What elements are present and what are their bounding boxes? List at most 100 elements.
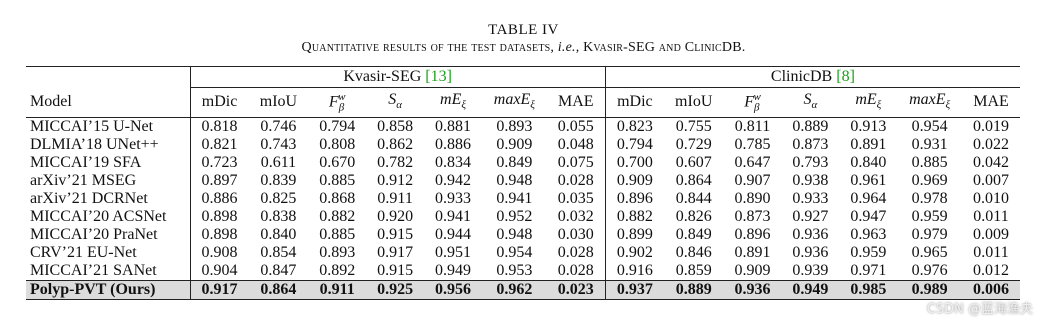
clinic-value-cell: 0.902 [604, 243, 664, 262]
caption-text-b: , Kvasir-SEG and ClinicDB. [575, 40, 746, 55]
group-header-kvasir: Kvasir-SEG [13] [189, 66, 606, 88]
clinic-value-cell: 0.890 [734, 189, 771, 207]
clinic-value-cell: 0.607 [675, 153, 712, 171]
clinic-value-cell: 0.939 [792, 261, 829, 279]
clinic-value-cell: 0.927 [792, 207, 829, 225]
kvasir-value-cell: 0.834 [435, 153, 472, 171]
clinic-value-cell: 0.963 [850, 225, 887, 243]
citation-link-clinicdb[interactable]: [8] [836, 68, 855, 85]
model-name-cell: MICCAI’21 SANet [30, 261, 157, 279]
kvasir-value-cell: 0.847 [260, 261, 297, 279]
table-caption-subtitle: Quantitative results of the test dataset… [0, 40, 1047, 56]
kvasir-value-cell: 0.897 [189, 171, 249, 190]
kvasir-value-cell: 0.868 [319, 189, 356, 207]
metric-header: mIoU [248, 87, 309, 118]
kvasir-value-cell: 0.944 [435, 225, 472, 243]
clinic-value-cell: 0.909 [734, 261, 771, 279]
model-name-cell: MICCAI’15 U-Net [30, 117, 154, 135]
kvasir-value-cell: 0.075 [557, 153, 594, 171]
kvasir-value-cell: 0.746 [260, 117, 297, 135]
kvasir-value-cell: 0.909 [496, 135, 533, 153]
kvasir-value-cell: 0.818 [189, 117, 249, 136]
kvasir-value-cell: 0.893 [319, 243, 356, 261]
kvasir-value-cell: 0.912 [377, 171, 414, 189]
table-caption-title: TABLE IV [488, 22, 559, 38]
model-column-header: Model [26, 87, 190, 118]
kvasir-value-cell: 0.881 [435, 117, 472, 135]
clinic-value-cell: 0.936 [792, 225, 829, 243]
metric-header: Fβw [723, 87, 782, 118]
metric-header: Sα [366, 87, 425, 118]
clinic-value-cell: 0.971 [850, 261, 887, 279]
clinic-value-cell: 0.965 [911, 243, 948, 261]
clinic-value-cell: 0.826 [675, 207, 712, 225]
clinic-value-cell: 0.891 [850, 135, 887, 153]
clinic-value-cell: 0.937 [604, 279, 664, 300]
kvasir-value-cell: 0.723 [189, 153, 249, 172]
kvasir-value-cell: 0.911 [377, 189, 413, 207]
kvasir-value-cell: 0.028 [557, 261, 594, 279]
kvasir-value-cell: 0.825 [260, 189, 297, 207]
kvasir-value-cell: 0.941 [435, 207, 472, 225]
clinic-value-cell: 0.864 [675, 171, 712, 189]
clinic-value-cell: 0.936 [792, 243, 829, 261]
metric-header: maxEξ [482, 87, 547, 118]
clinic-value-cell: 0.009 [973, 225, 1009, 243]
clinic-value-cell: 0.978 [911, 189, 948, 207]
kvasir-value-cell: 0.898 [189, 225, 249, 244]
clinic-value-cell: 0.896 [604, 189, 664, 208]
kvasir-value-cell: 0.948 [496, 171, 533, 189]
kvasir-value-cell: 0.951 [435, 243, 472, 261]
citation-link-kvasir[interactable]: [13] [425, 68, 452, 85]
caption-ie: i.e. [557, 40, 576, 55]
kvasir-value-cell: 0.849 [496, 153, 533, 171]
kvasir-value-cell: 0.892 [319, 261, 356, 279]
kvasir-value-cell: 0.915 [377, 261, 414, 279]
kvasir-value-cell: 0.048 [557, 135, 594, 153]
metric-header: mDic [604, 87, 664, 118]
clinic-value-cell: 0.647 [734, 153, 771, 171]
kvasir-value-cell: 0.862 [377, 135, 414, 153]
kvasir-value-cell: 0.915 [377, 225, 414, 243]
kvasir-value-cell: 0.028 [557, 171, 594, 189]
clinic-value-cell: 0.985 [839, 279, 898, 300]
kvasir-value-cell: 0.911 [308, 279, 367, 300]
clinic-value-cell: 0.042 [973, 153, 1009, 171]
clinic-value-cell: 0.947 [850, 207, 887, 225]
kvasir-value-cell: 0.893 [496, 117, 533, 135]
clinic-value-cell: 0.969 [911, 171, 948, 189]
clinic-value-cell: 0.954 [911, 117, 948, 135]
clinic-value-cell: 0.011 [973, 207, 1009, 225]
clinic-value-cell: 0.811 [734, 117, 771, 135]
clinic-value-cell: 0.949 [781, 279, 840, 300]
kvasir-value-cell: 0.838 [260, 207, 297, 225]
clinic-value-cell: 0.844 [675, 189, 712, 207]
kvasir-value-cell: 0.839 [260, 171, 297, 189]
model-name-cell: CRV’21 EU-Net [30, 243, 137, 261]
kvasir-value-cell: 0.743 [260, 135, 297, 153]
clinic-value-cell: 0.961 [850, 171, 887, 189]
empty-corner [26, 66, 190, 88]
kvasir-value-cell: 0.035 [557, 189, 594, 207]
kvasir-value-cell: 0.028 [557, 243, 594, 261]
kvasir-value-cell: 0.942 [435, 171, 472, 189]
kvasir-value-cell: 0.854 [260, 243, 297, 261]
group-header-clinicdb: ClinicDB [8] [604, 66, 1020, 88]
model-name-cell: Polyp-PVT (Ours) [26, 279, 190, 300]
kvasir-value-cell: 0.611 [260, 153, 297, 171]
model-name-cell: MICCAI’20 ACSNet [30, 207, 167, 225]
metric-header: Sα [781, 87, 840, 118]
kvasir-value-cell: 0.886 [435, 135, 472, 153]
clinic-value-cell: 0.931 [911, 135, 948, 153]
metric-header-row: Model mDic mIoU Fβw Sα mEξ maxEξ MAE mDi… [26, 87, 1020, 118]
metric-header: maxEξ [897, 87, 963, 118]
clinic-value-cell: 0.889 [663, 279, 724, 300]
kvasir-value-cell: 0.917 [189, 279, 249, 300]
